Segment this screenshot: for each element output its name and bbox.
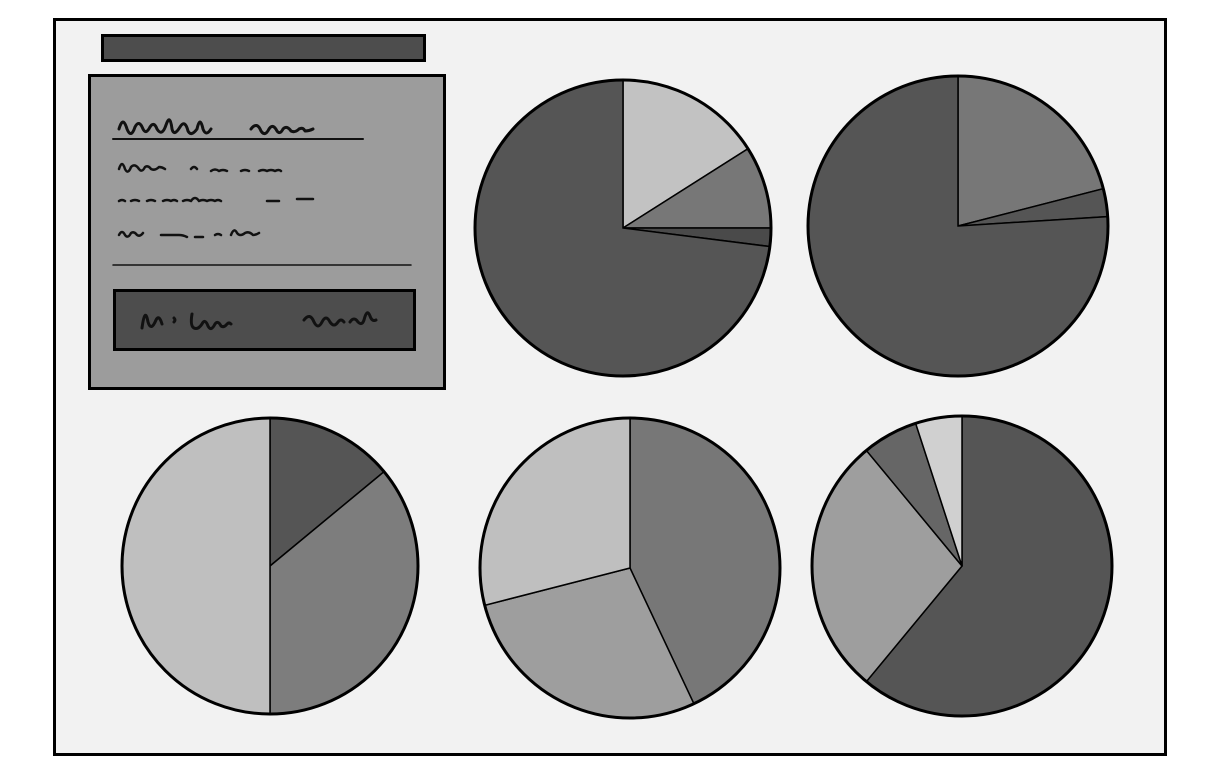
info-line-3-scribble bbox=[117, 229, 261, 239]
info-line-1-scribble bbox=[117, 162, 283, 173]
note-box-scribble-text bbox=[140, 311, 378, 331]
pie-chart-5 bbox=[810, 414, 1114, 718]
info-line-2-scribble bbox=[117, 196, 315, 203]
pie-chart-3 bbox=[120, 416, 420, 716]
info-heading-scribble bbox=[117, 118, 315, 136]
pie-chart-1 bbox=[473, 78, 773, 378]
pie-1-outline bbox=[473, 78, 773, 378]
pie-3-slice-3 bbox=[121, 417, 271, 715]
pie-chart-2 bbox=[806, 74, 1110, 378]
pie-2-outline bbox=[806, 74, 1110, 378]
pie-chart-4 bbox=[478, 416, 782, 720]
info-panel bbox=[88, 74, 446, 390]
title-bar bbox=[101, 34, 426, 62]
info-panel-scribble-text bbox=[112, 118, 412, 266]
pie-4-outline bbox=[478, 416, 782, 720]
pie-3-outline bbox=[120, 416, 420, 716]
pie-5-outline bbox=[810, 414, 1114, 718]
note-box bbox=[113, 289, 416, 351]
